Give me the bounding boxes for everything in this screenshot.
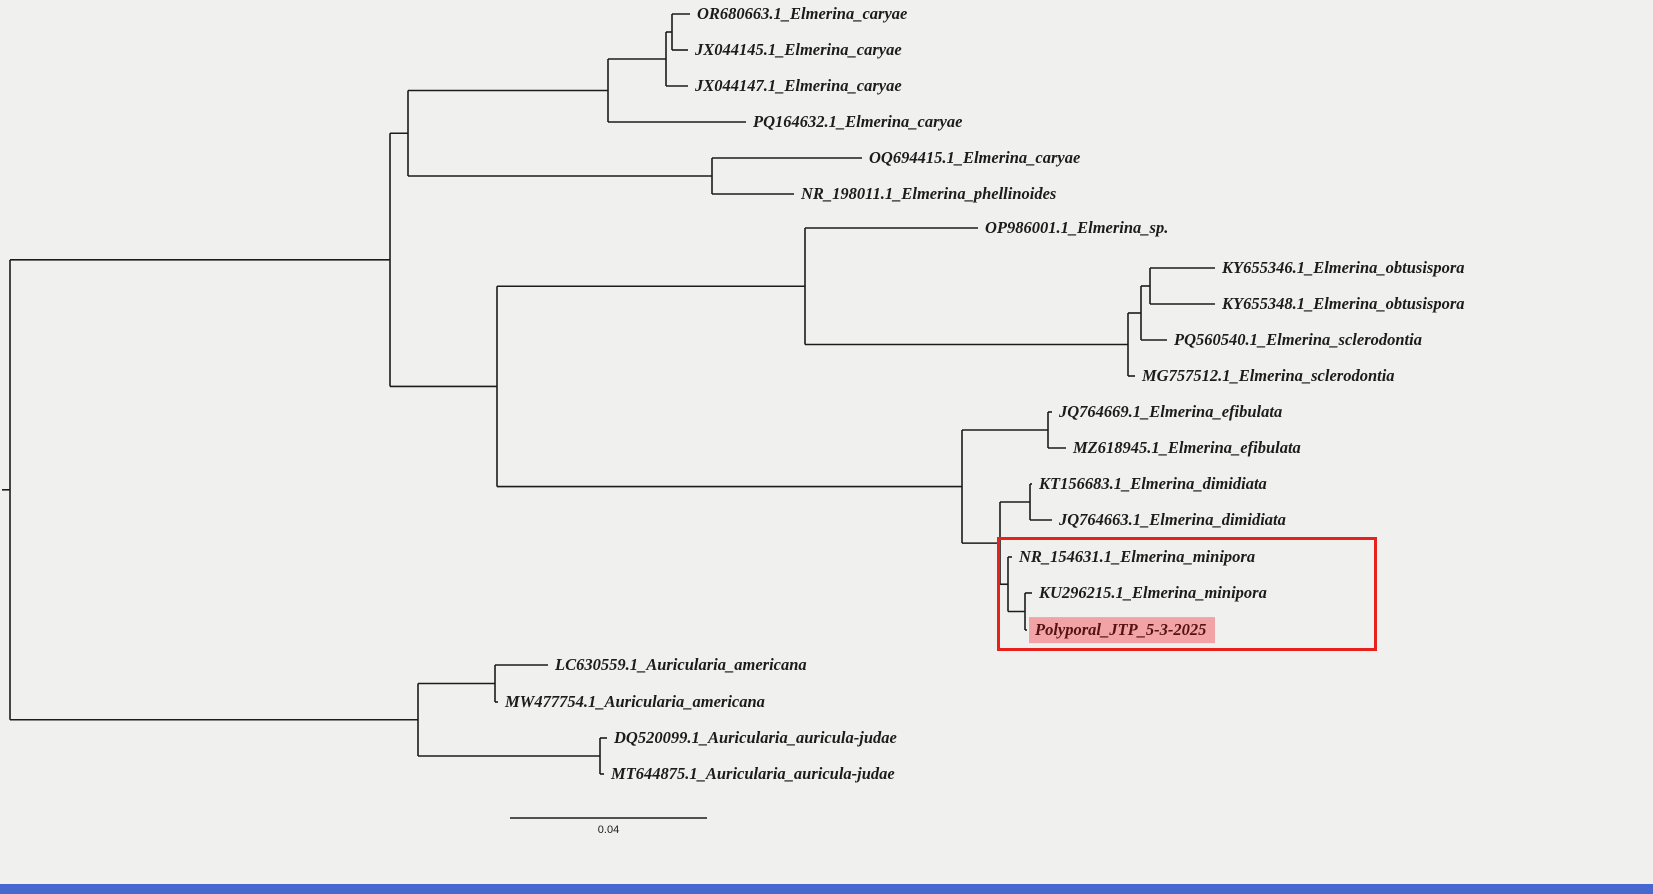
tip-label[interactable]: MG757512.1_Elmerina_sclerodontia [1142,366,1395,386]
tip-label[interactable]: PQ164632.1_Elmerina_caryae [753,112,963,132]
tip-label[interactable]: NR_154631.1_Elmerina_minipora [1019,547,1256,567]
tip-label[interactable]: PQ560540.1_Elmerina_sclerodontia [1174,330,1422,350]
tip-label[interactable]: LC630559.1_Auricularia_americana [555,655,807,675]
tip-label[interactable]: MT644875.1_Auricularia_auricula-judae [611,764,895,784]
tip-label-selected[interactable]: Polyporal_JTP_5-3-2025 [1029,617,1216,643]
tip-label[interactable]: JQ764663.1_Elmerina_dimidiata [1059,510,1286,530]
tip-label[interactable]: MZ618945.1_Elmerina_efibulata [1073,438,1301,458]
tip-label[interactable]: KY655348.1_Elmerina_obtusispora [1222,294,1465,314]
bottom-window-edge [0,884,1653,894]
tip-label[interactable]: MW477754.1_Auricularia_americana [505,692,765,712]
tip-label[interactable]: NR_198011.1_Elmerina_phellinoides [801,184,1057,204]
tip-label[interactable]: JQ764669.1_Elmerina_efibulata [1059,402,1283,422]
tip-label[interactable]: JX044147.1_Elmerina_caryae [695,76,902,96]
tip-label[interactable]: OQ694415.1_Elmerina_caryae [869,148,1081,168]
tip-label[interactable]: JX044145.1_Elmerina_caryae [695,40,902,60]
tip-label[interactable]: DQ520099.1_Auricularia_auricula-judae [614,728,897,748]
scale-bar-label: 0.04 [597,824,620,836]
tip-label[interactable]: OR680663.1_Elmerina_caryae [697,4,908,24]
tip-label[interactable]: OP986001.1_Elmerina_sp. [985,218,1169,238]
tip-label[interactable]: KU296215.1_Elmerina_minipora [1039,583,1267,603]
tip-label[interactable]: KT156683.1_Elmerina_dimidiata [1039,474,1267,494]
tip-label[interactable]: KY655346.1_Elmerina_obtusispora [1222,258,1465,278]
selection-highlight-box [997,537,1377,651]
